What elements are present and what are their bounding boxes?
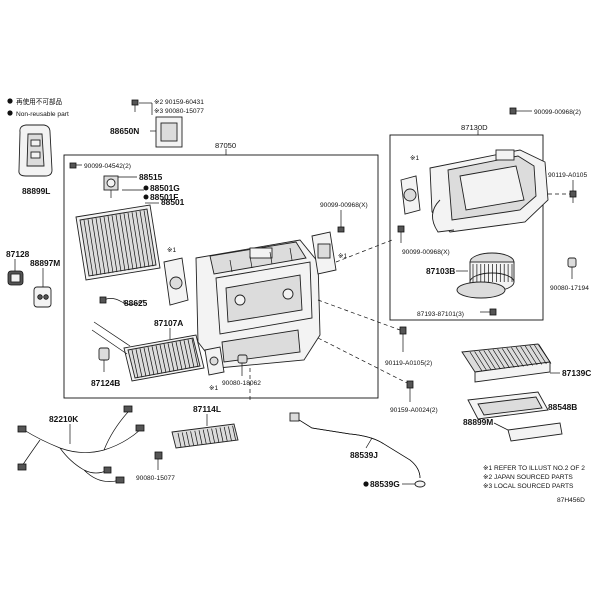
label-88501G[interactable]: 88501G <box>150 183 180 193</box>
ref-mark-1-a: ※1 <box>167 247 177 254</box>
part-87128-clip[interactable] <box>7 270 24 286</box>
part-87107A-heater-core[interactable] <box>91 321 205 382</box>
label-88650N[interactable]: 88650N <box>110 126 139 136</box>
legend-non-reusable-jp: 再使用不可部品 <box>16 97 63 106</box>
part-87050-hvac-case[interactable] <box>195 239 321 369</box>
screw-90159-A0024[interactable] <box>406 380 414 389</box>
part-88899M-cover[interactable] <box>507 422 563 442</box>
label-87124B[interactable]: 87124B <box>91 378 120 388</box>
part-blower-servo[interactable] <box>400 175 421 215</box>
label-88625[interactable]: 88625 <box>124 298 148 308</box>
part-87139C-filter[interactable] <box>461 343 552 383</box>
note-2: ※2 JAPAN SOURCED PARTS <box>483 474 573 481</box>
screw-90099-04542[interactable] <box>69 162 82 169</box>
part-88899L-cover[interactable] <box>18 124 53 177</box>
screw-90119-A0105[interactable] <box>569 190 577 203</box>
label-88539G[interactable]: 88539G <box>370 479 400 489</box>
label-88539J[interactable]: 88539J <box>350 450 378 460</box>
label-90099-00968X-right[interactable]: 90099-00968(X) <box>402 249 450 256</box>
part-90080-17194-grommet[interactable] <box>567 257 577 268</box>
part-88539J-drain-hose[interactable] <box>289 412 421 479</box>
label-90099-00968-2[interactable]: 90099-00968(2) <box>534 109 581 116</box>
part-82210K-wire-harness[interactable] <box>17 405 145 484</box>
screw-87193-87101[interactable] <box>489 308 497 316</box>
screw-90080-15077-bottom[interactable] <box>154 451 163 460</box>
part-servo-motor-bottom[interactable] <box>204 346 225 376</box>
label-87050[interactable]: 87050 <box>215 141 236 150</box>
part-88539G-oring[interactable] <box>414 480 426 488</box>
diagram-code: 87H456D <box>557 497 585 504</box>
label-88501F[interactable]: 88501F <box>150 192 178 202</box>
non-reusable-dot-88539G <box>363 481 369 487</box>
label-88897M[interactable]: 88897M <box>30 258 60 268</box>
label-90080-18062[interactable]: 90080-18062 <box>222 380 261 387</box>
assembly-box-87130D <box>389 134 544 321</box>
label-90080-15077-bottom[interactable]: 90080-15077 <box>136 475 175 482</box>
legend-dot-jp <box>7 98 13 104</box>
part-87114L-duct[interactable] <box>171 423 239 449</box>
label-87139C[interactable]: 87139C <box>562 368 591 378</box>
part-87130D-blower-case[interactable] <box>429 149 549 233</box>
label-90099-00968X-mid[interactable]: 90099-00968(X) <box>320 202 368 209</box>
label-87107A[interactable]: 87107A <box>154 318 183 328</box>
label-82210K[interactable]: 82210K <box>49 414 78 424</box>
label-88899M[interactable]: 88899M <box>463 417 493 427</box>
label-87103B[interactable]: 87103B <box>426 266 455 276</box>
ref-mark-1-d: ※1 <box>410 155 420 162</box>
legend-dot-en <box>7 110 13 116</box>
note-3: ※3 LOCAL SOURCED PARTS <box>483 483 574 490</box>
label-90119-A0105[interactable]: 90119-A0105 <box>548 172 587 179</box>
part-88515-valve[interactable] <box>103 175 119 198</box>
screw-90099-00968-2[interactable] <box>509 107 517 115</box>
label-87193-87101[interactable]: 87193-87101(3) <box>417 311 464 318</box>
note-1: ※1 REFER TO ILLUST NO.2 OF 2 <box>483 465 585 472</box>
assembly-box-87050 <box>63 154 379 399</box>
part-88625-thermistor[interactable] <box>99 296 145 305</box>
ref-mark-1-c: ※1 <box>209 385 219 392</box>
label-90159-A0024[interactable]: 90159-A0024(2) <box>390 407 438 414</box>
part-88548B-filter-frame[interactable] <box>467 391 549 420</box>
label-87130D[interactable]: 87130D <box>461 123 488 132</box>
label-90080-17194[interactable]: 90080-17194 <box>550 285 589 292</box>
non-reusable-dot-88501F <box>143 194 149 200</box>
legend-non-reusable-en: Non-reusable part <box>16 111 69 118</box>
screw-90159-60431[interactable] <box>131 99 139 112</box>
part-servo-motor-top[interactable] <box>311 231 337 275</box>
label-87114L[interactable]: 87114L <box>193 404 221 414</box>
label-88515[interactable]: 88515 <box>139 172 163 182</box>
part-90080-18062-grommet[interactable] <box>237 354 248 364</box>
label-88548B[interactable]: 88548B <box>548 402 577 412</box>
part-88501-evaporator[interactable] <box>75 204 161 281</box>
screw-90119-A0105-2[interactable] <box>399 326 407 335</box>
part-87103B-blower-motor[interactable] <box>456 252 515 299</box>
label-87128[interactable]: 87128 <box>6 249 30 259</box>
part-87124B-clamp[interactable] <box>98 347 110 372</box>
label-90080-15077-top[interactable]: ※3 90080-15077 <box>154 108 204 115</box>
label-90099-04542[interactable]: 90099-04542(2) <box>84 163 131 170</box>
label-90159-60431[interactable]: ※2 90159-60431 <box>154 99 204 106</box>
ref-mark-1-b: ※1 <box>338 253 348 260</box>
label-88899L[interactable]: 88899L <box>22 186 50 196</box>
label-88501[interactable]: 88501 <box>161 197 185 207</box>
screw-90099-00968-mid[interactable] <box>337 226 345 233</box>
label-90119-A0105-2[interactable]: 90119-A0105(2) <box>385 360 432 367</box>
part-88650N-sensor[interactable] <box>150 116 183 148</box>
part-88897M-bracket[interactable] <box>33 286 52 308</box>
part-servo-motor-left[interactable] <box>163 257 189 306</box>
screw-90099-00968-right[interactable] <box>397 225 405 233</box>
non-reusable-dot-88501G <box>143 185 149 191</box>
